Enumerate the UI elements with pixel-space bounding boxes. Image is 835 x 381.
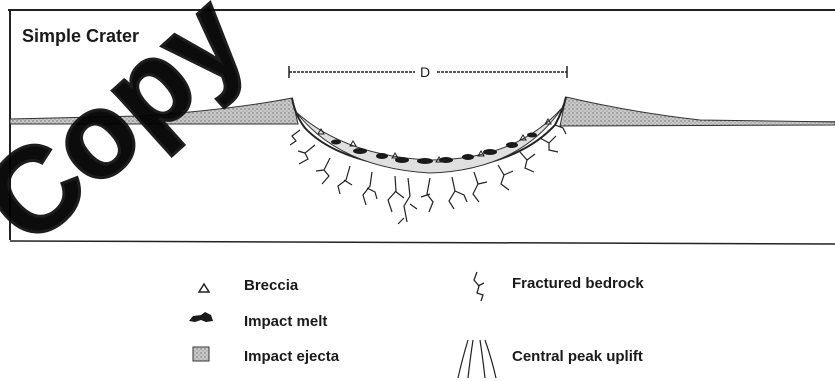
crater-bowl	[292, 97, 566, 173]
legend-label-impact-ejecta: Impact ejecta	[244, 348, 340, 365]
legend-label-central-peak-uplift: Central peak uplift	[512, 348, 643, 365]
breccia-icon	[199, 284, 209, 292]
impact-melt-icon	[189, 312, 213, 322]
diameter-label: D	[420, 64, 430, 80]
legend-label-fractured-bedrock: Fractured bedrock	[512, 275, 644, 292]
impact-ejecta-icon	[193, 347, 209, 361]
right-ejecta-blanket	[560, 97, 835, 126]
central-peak-uplift-icon	[458, 340, 496, 378]
legend-label-breccia: Breccia	[244, 277, 299, 294]
legend-label-impact-melt: Impact melt	[244, 313, 327, 330]
fractured-bedrock-icon	[474, 272, 484, 301]
diameter-indicator: D	[289, 64, 567, 80]
